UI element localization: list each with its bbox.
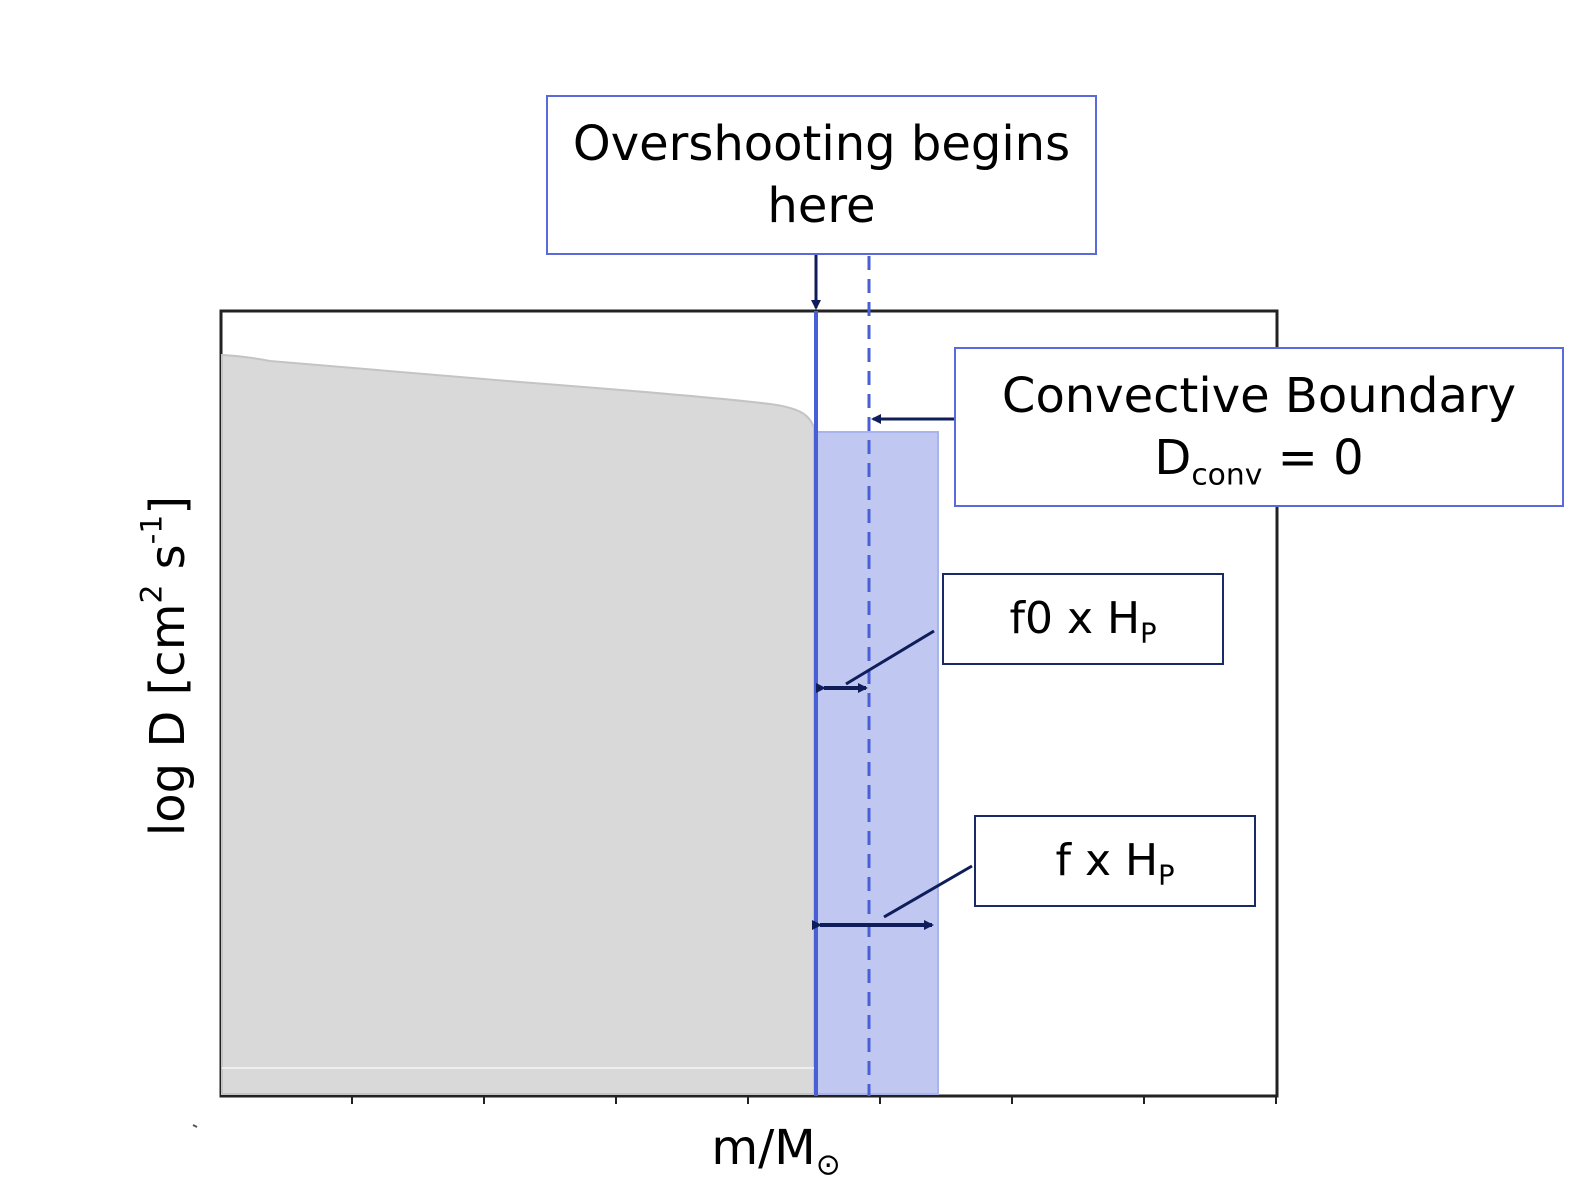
y-axis-label: log D [cm2 s-1]	[134, 495, 196, 837]
convective-region	[221, 353, 815, 1095]
f-leader-line	[883, 864, 973, 919]
x-axis-ticks	[351, 1096, 1277, 1104]
convective-boundary-label: Convective Boundary Dconv = 0	[954, 347, 1564, 507]
f0-label-subscript: P	[1140, 618, 1157, 650]
f0-label-text: f0 x H	[1009, 593, 1141, 645]
boundary-label-line1: Convective Boundary	[1001, 367, 1517, 424]
f0-hp-label: f0 x HP	[942, 573, 1224, 665]
f-label-text: f x H	[1055, 835, 1159, 887]
d-symbol: D	[1154, 430, 1192, 486]
stray-mark	[192, 1124, 198, 1128]
f-label-subscript: P	[1158, 860, 1175, 892]
d-equals-zero: = 0	[1262, 430, 1364, 486]
solar-symbol: ⊙	[815, 1147, 841, 1183]
boundary-label-line2: Dconv = 0	[1154, 427, 1364, 493]
f-hp-label: f x HP	[974, 815, 1256, 907]
overshoot-label-line1: Overshooting begins	[572, 115, 1071, 172]
overshoot-begins-label: Overshooting begins here	[546, 95, 1097, 255]
x-axis-label: m/M⊙	[711, 1120, 841, 1183]
d-conv-subscript: conv	[1191, 457, 1263, 493]
overshoot-region	[815, 431, 939, 1095]
f0-leader-line	[845, 629, 935, 686]
overshoot-label-line2: here	[767, 178, 876, 234]
